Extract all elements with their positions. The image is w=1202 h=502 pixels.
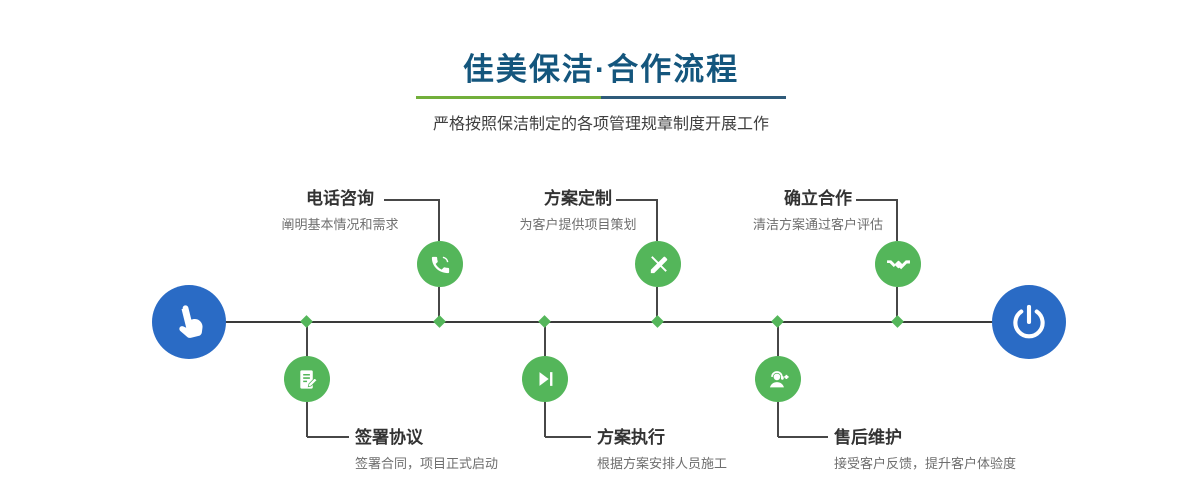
timeline-diamond-marker [300, 315, 313, 328]
step-desc: 根据方案安排人员施工 [597, 456, 728, 471]
step-desc: 为客户提供项目策划 [519, 217, 637, 232]
step-title: 电话咨询 [306, 189, 374, 208]
timeline-diamond-marker [771, 315, 784, 328]
connector-line [307, 436, 349, 438]
step-node-sign-agreement [284, 356, 330, 402]
step-title: 方案定制 [544, 189, 612, 208]
connector-line [544, 402, 546, 437]
title-divider [416, 96, 786, 99]
timeline-start-node [152, 285, 226, 359]
step-desc: 接受客户反馈，提升客户体验度 [834, 456, 1017, 471]
connector-line [306, 402, 308, 437]
connector-line [778, 436, 828, 438]
handshake-icon [886, 252, 911, 277]
phone-icon [429, 253, 452, 276]
step-title: 确立合作 [784, 189, 852, 208]
connector-line [656, 200, 658, 241]
step-label-establish-cooperation: 确立合作 清洁方案通过客户评估 [718, 189, 918, 233]
connector-line [777, 402, 779, 437]
timeline-diamond-marker [433, 315, 446, 328]
step-title: 售后维护 [834, 428, 902, 447]
step-node-plan-execution [522, 356, 568, 402]
step-label-plan-execution: 方案执行 根据方案安排人员施工 [597, 428, 817, 472]
section-title: 佳美保洁·合作流程 [462, 52, 740, 87]
timeline-axis [190, 321, 1030, 323]
connector-line [438, 200, 440, 241]
step-label-sign-agreement: 签署协议 签署合同，项目正式启动 [355, 428, 575, 472]
connector-line [438, 287, 440, 322]
connector-line [656, 287, 658, 322]
contract-icon [296, 368, 319, 391]
timeline-diamond-marker [651, 315, 664, 328]
step-node-establish-cooperation [875, 241, 921, 287]
connector-line [545, 436, 591, 438]
step-label-plan-design: 方案定制 为客户提供项目策划 [478, 189, 678, 233]
connector-line [896, 200, 898, 241]
step-node-plan-design [635, 241, 681, 287]
timeline-diamond-marker [891, 315, 904, 328]
step-label-phone-consult: 电话咨询 阐明基本情况和需求 [240, 189, 440, 233]
divider-green-segment [416, 96, 601, 99]
connector-line [896, 287, 898, 322]
connector-line [856, 199, 898, 201]
connector-line [306, 323, 308, 356]
design-pencil-icon [647, 253, 670, 276]
power-icon [1010, 303, 1048, 341]
connector-line [544, 323, 546, 356]
timeline-diamond-marker [538, 315, 551, 328]
divider-blue-segment [601, 96, 786, 99]
step-label-after-sales: 售后维护 接受客户反馈，提升客户体验度 [834, 428, 1074, 472]
step-node-after-sales [755, 356, 801, 402]
step-title: 签署协议 [355, 428, 423, 447]
play-execute-icon [534, 368, 556, 390]
step-title: 方案执行 [597, 428, 665, 447]
step-desc: 阐明基本情况和需求 [281, 217, 399, 232]
timeline-end-node [992, 285, 1066, 359]
step-node-phone-consult [417, 241, 463, 287]
pointer-hand-icon [170, 303, 208, 341]
connector-line [616, 199, 658, 201]
step-desc: 签署合同，项目正式启动 [355, 456, 499, 471]
step-desc: 清洁方案通过客户评估 [752, 217, 883, 232]
connector-line [777, 323, 779, 356]
section-subtitle: 严格按照保洁制定的各项管理规章制度开展工作 [432, 116, 769, 133]
connector-line [384, 199, 440, 201]
headset-service-icon [766, 367, 791, 392]
